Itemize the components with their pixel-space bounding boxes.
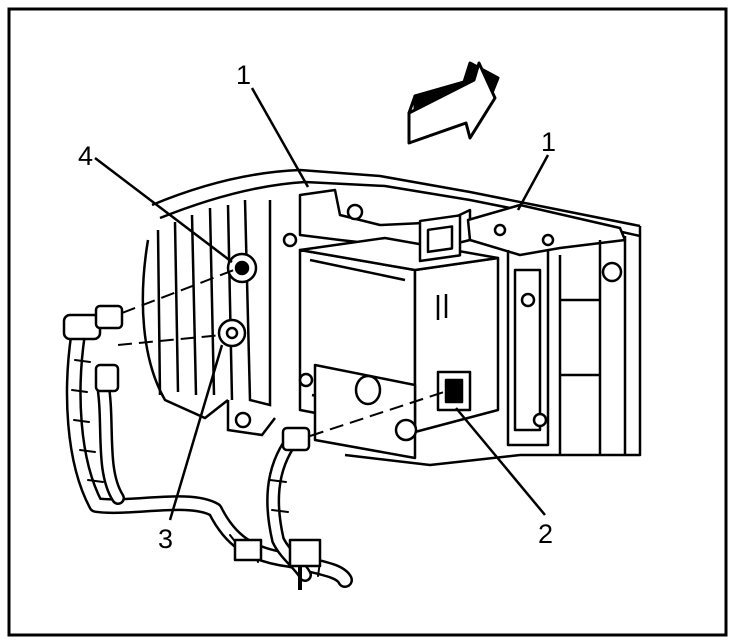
figure-frame — [7, 7, 728, 637]
callout-4: 4 — [78, 141, 93, 171]
callout-2: 2 — [538, 519, 553, 549]
mounting-bracket-right — [466, 203, 627, 257]
direction-arrow-icon — [407, 61, 500, 145]
callout-1-left: 1 — [236, 60, 251, 90]
callout-1-right: 1 — [541, 127, 556, 157]
right-frame — [282, 232, 627, 455]
mounting-boss-3 — [217, 318, 247, 348]
harness-connectors — [62, 304, 322, 590]
column-shroud — [141, 199, 276, 437]
mounting-boss-4 — [226, 252, 258, 284]
module-lower-block — [313, 363, 472, 460]
leader-lines — [94, 87, 550, 521]
alignment-lines — [117, 269, 445, 437]
callout-3: 3 — [158, 524, 173, 554]
